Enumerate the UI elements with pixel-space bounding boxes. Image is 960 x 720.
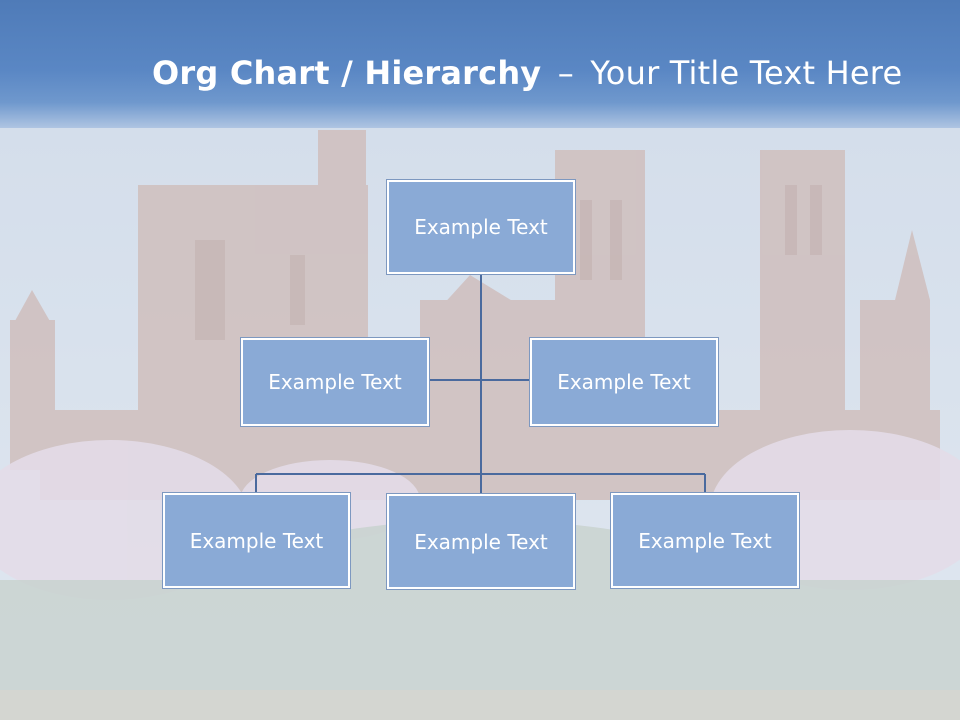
slide-title[interactable]: Org Chart / Hierarchy – Your Title Text …: [152, 54, 902, 92]
org-node-child-left[interactable]: Example Text: [163, 493, 350, 588]
title-band: [0, 0, 960, 128]
title-bold-text: Org Chart / Hierarchy: [152, 54, 542, 92]
org-node-assistant-left[interactable]: Example Text: [241, 338, 429, 426]
org-node-root[interactable]: Example Text: [387, 180, 575, 274]
org-node-assistant-right[interactable]: Example Text: [530, 338, 718, 426]
title-subtitle-text: Your Title Text Here: [590, 54, 903, 92]
org-node-child-right[interactable]: Example Text: [611, 493, 799, 588]
org-node-child-center[interactable]: Example Text: [387, 494, 575, 589]
title-dash: –: [557, 54, 574, 92]
